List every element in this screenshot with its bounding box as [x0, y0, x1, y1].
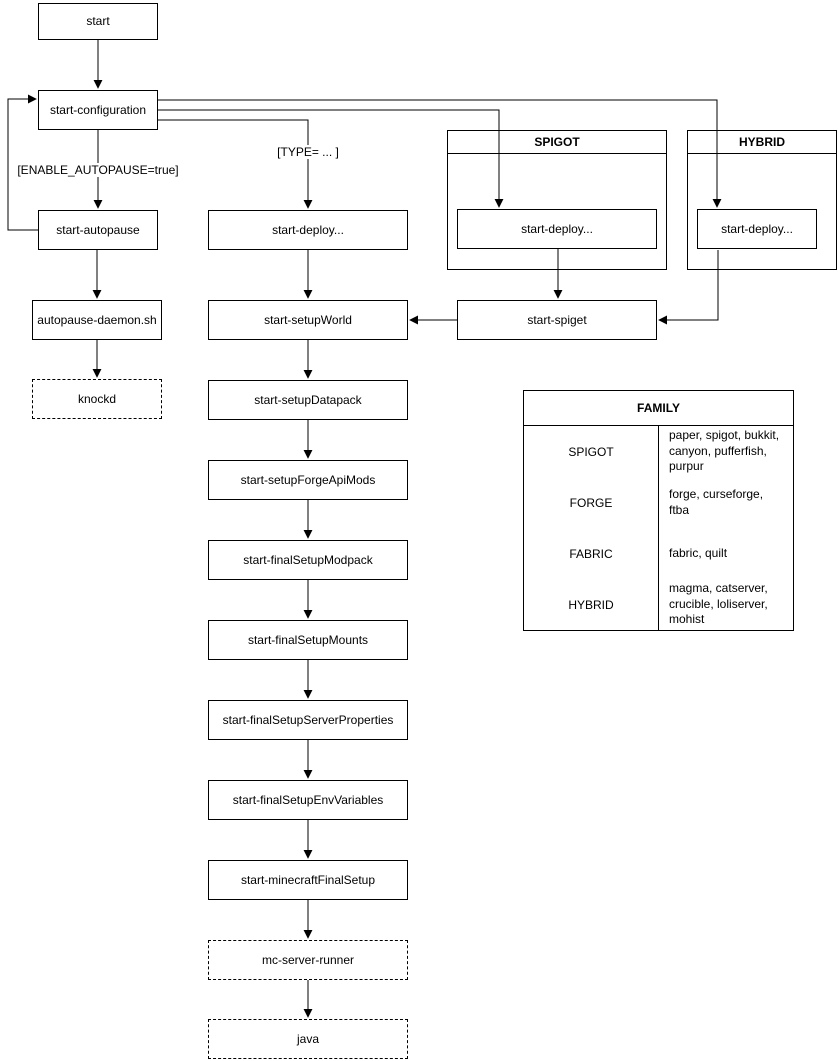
family-types-fabric: fabric, quilt — [658, 528, 794, 579]
node-start-configuration-label: start-configuration — [49, 102, 147, 117]
node-start-finalsetupserverproperties-label: start-finalSetupServerProperties — [222, 712, 394, 727]
family-table-row-spigot: SPIGOT paper, spigot, bukkit, canyon, pu… — [523, 425, 794, 477]
node-start-minecraftfinalsetup-label: start-minecraftFinalSetup — [240, 872, 376, 887]
group-hybrid[interactable]: HYBRID — [687, 130, 837, 270]
node-start-autopause-label: start-autopause — [56, 222, 140, 237]
node-start-finalsetupserverproperties[interactable]: start-finalSetupServerProperties — [208, 700, 408, 740]
node-start-autopause[interactable]: start-autopause — [38, 210, 158, 250]
node-spigot-start-deploy[interactable]: start-deploy... — [457, 209, 657, 249]
family-table: FAMILY SPIGOT paper, spigot, bukkit, can… — [523, 390, 794, 631]
node-start-finalsetupmounts-label: start-finalSetupMounts — [247, 632, 369, 647]
family-types-spigot: paper, spigot, bukkit, canyon, pufferfis… — [658, 425, 794, 477]
family-name-hybrid: HYBRID — [523, 579, 659, 631]
family-table-row-fabric: FABRIC fabric, quilt — [523, 528, 794, 579]
family-types-forge: forge, curseforge, ftba — [658, 477, 794, 528]
node-autopause-daemon-sh-label: autopause-daemon.sh — [37, 312, 157, 327]
node-start-minecraftfinalsetup[interactable]: start-minecraftFinalSetup — [208, 860, 408, 900]
node-start-setupdatapack[interactable]: start-setupDatapack — [208, 380, 408, 420]
node-start-finalsetupmodpack[interactable]: start-finalSetupModpack — [208, 540, 408, 580]
node-start[interactable]: start — [38, 3, 158, 40]
family-name-spigot: SPIGOT — [523, 425, 659, 477]
edge-label-type: [TYPE= ... ] — [275, 145, 341, 159]
group-hybrid-title: HYBRID — [688, 131, 836, 154]
node-start-spiget-label: start-spiget — [527, 312, 587, 327]
node-mc-server-runner[interactable]: mc-server-runner — [208, 940, 408, 980]
family-table-title: FAMILY — [523, 390, 794, 426]
node-start-deploy[interactable]: start-deploy... — [208, 210, 408, 250]
group-spigot[interactable]: SPIGOT — [447, 130, 667, 270]
node-start-finalsetupenvvariables-label: start-finalSetupEnvVariables — [232, 792, 384, 807]
node-start-setupforgeapimods[interactable]: start-setupForgeApiMods — [208, 460, 408, 500]
node-start-spiget[interactable]: start-spiget — [457, 300, 657, 340]
node-start-label: start — [86, 14, 110, 29]
family-types-hybrid: magma, catserver, crucible, loliserver, … — [658, 579, 794, 631]
family-name-fabric: FABRIC — [523, 528, 659, 579]
node-mc-server-runner-label: mc-server-runner — [261, 952, 354, 967]
group-spigot-title: SPIGOT — [448, 131, 666, 154]
edge-label-enable-autopause: [ENABLE_AUTOPAUSE=true] — [15, 163, 181, 177]
node-start-configuration[interactable]: start-configuration — [38, 90, 158, 130]
node-java[interactable]: java — [208, 1019, 408, 1059]
family-table-row-hybrid: HYBRID magma, catserver, crucible, lolis… — [523, 579, 794, 631]
node-start-setupforgeapimods-label: start-setupForgeApiMods — [240, 472, 376, 487]
node-start-finalsetupenvvariables[interactable]: start-finalSetupEnvVariables — [208, 780, 408, 820]
node-autopause-daemon-sh[interactable]: autopause-daemon.sh — [32, 300, 162, 340]
node-knockd[interactable]: knockd — [32, 379, 162, 419]
node-start-setupdatapack-label: start-setupDatapack — [254, 392, 362, 407]
node-spigot-start-deploy-label: start-deploy... — [521, 221, 593, 236]
node-hybrid-start-deploy-label: start-deploy... — [721, 221, 793, 236]
node-start-setupworld[interactable]: start-setupWorld — [208, 300, 408, 340]
family-name-forge: FORGE — [523, 477, 659, 528]
node-start-finalsetupmodpack-label: start-finalSetupModpack — [243, 552, 373, 567]
node-start-deploy-label: start-deploy... — [272, 222, 344, 237]
family-table-row-forge: FORGE forge, curseforge, ftba — [523, 477, 794, 528]
family-table-header-row: FAMILY — [523, 390, 794, 426]
node-start-setupworld-label: start-setupWorld — [264, 312, 352, 327]
node-knockd-label: knockd — [77, 391, 117, 406]
node-start-finalsetupmounts[interactable]: start-finalSetupMounts — [208, 620, 408, 660]
node-hybrid-start-deploy[interactable]: start-deploy... — [697, 209, 817, 249]
node-java-label: java — [296, 1031, 319, 1046]
